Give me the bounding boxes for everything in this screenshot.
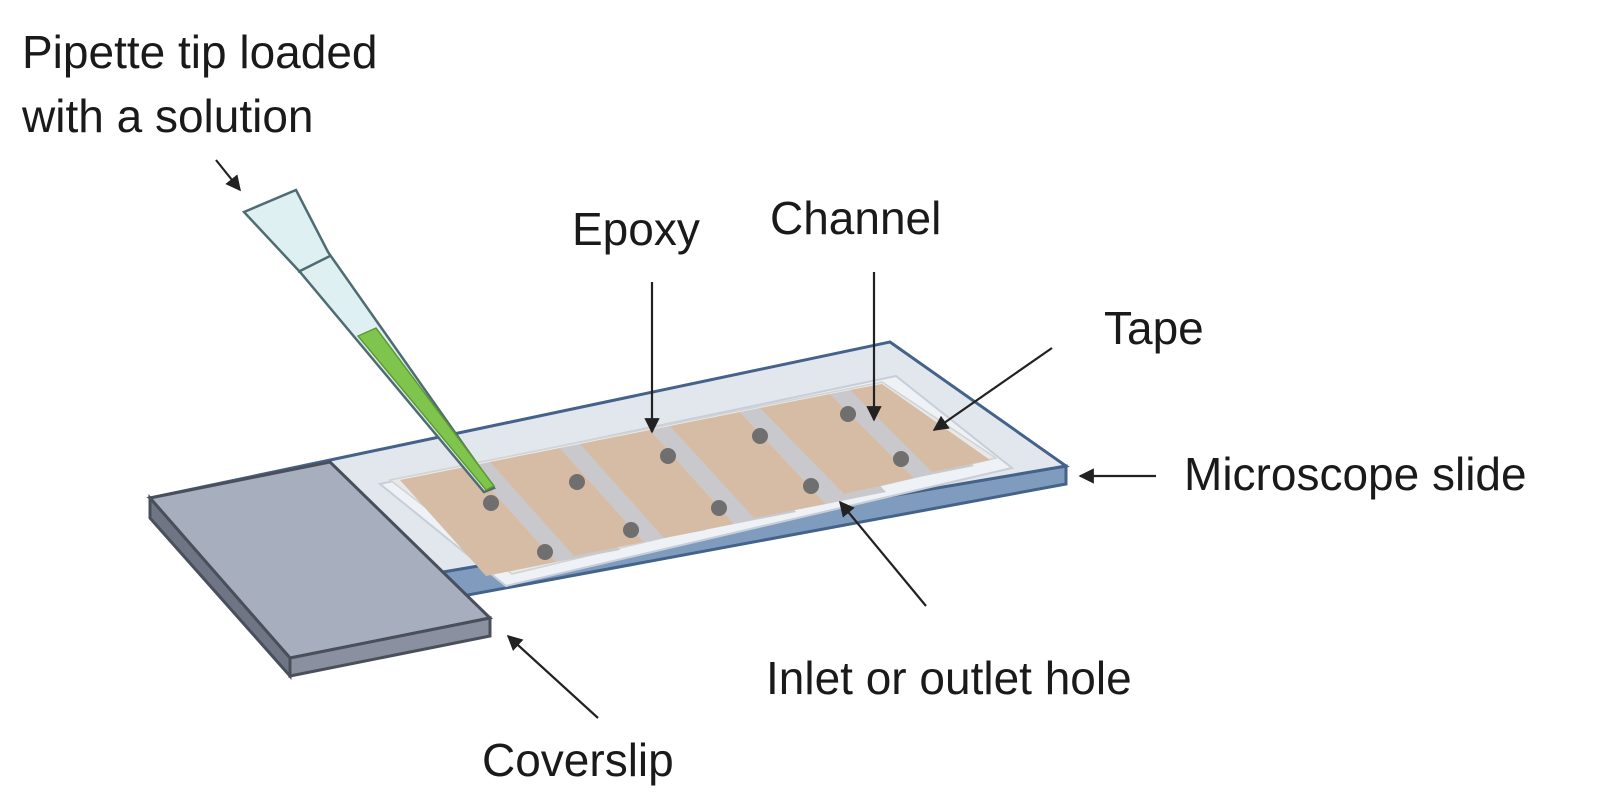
annotation-arrows <box>215 159 1156 719</box>
inlet-outlet-hole <box>623 522 639 538</box>
inlet-outlet-hole <box>569 474 585 490</box>
inlet-outlet-hole <box>840 406 856 422</box>
label-epoxy: Epoxy <box>572 203 700 255</box>
label-microscope-slide: Microscope slide <box>1184 448 1527 500</box>
label-tape: Tape <box>1104 302 1204 354</box>
tape-arrow <box>932 347 1053 431</box>
inlet-outlet-hole <box>893 451 909 467</box>
coverslip-arrow <box>506 634 599 719</box>
label-pipette-line2: with a solution <box>21 90 314 142</box>
inlet-outlet-hole <box>660 448 676 464</box>
coverslip <box>147 460 494 680</box>
tape-strip <box>490 448 644 556</box>
pipette-solution <box>356 327 496 491</box>
tape-strip <box>580 430 734 538</box>
label-pipette-line1: Pipette tip loaded <box>22 26 378 78</box>
tape-strip <box>850 384 990 472</box>
inlet-outlet-hole <box>752 428 768 444</box>
inlet-outlet-hole <box>483 495 499 511</box>
flow-cell-layer <box>388 381 998 576</box>
tape-strip <box>400 466 556 576</box>
pipette-arrow <box>215 159 241 192</box>
inlet-outlet-hole-arrow <box>839 500 927 607</box>
tape-strip <box>670 412 826 518</box>
inlet-outlet-hole <box>537 544 553 560</box>
tape-strip <box>760 394 914 494</box>
pipette-collar <box>297 254 331 274</box>
label-coverslip: Coverslip <box>482 734 674 786</box>
label-channel: Channel <box>770 192 941 244</box>
inlet-outlet-hole <box>803 478 819 494</box>
coverslip-edge <box>288 616 492 678</box>
label-inlet-outlet-hole: Inlet or outlet hole <box>766 652 1132 704</box>
labels: Pipette tip loaded with a solution Epoxy… <box>21 26 1527 786</box>
inlet-outlet-hole <box>711 500 727 516</box>
pipette-tip <box>241 188 496 494</box>
